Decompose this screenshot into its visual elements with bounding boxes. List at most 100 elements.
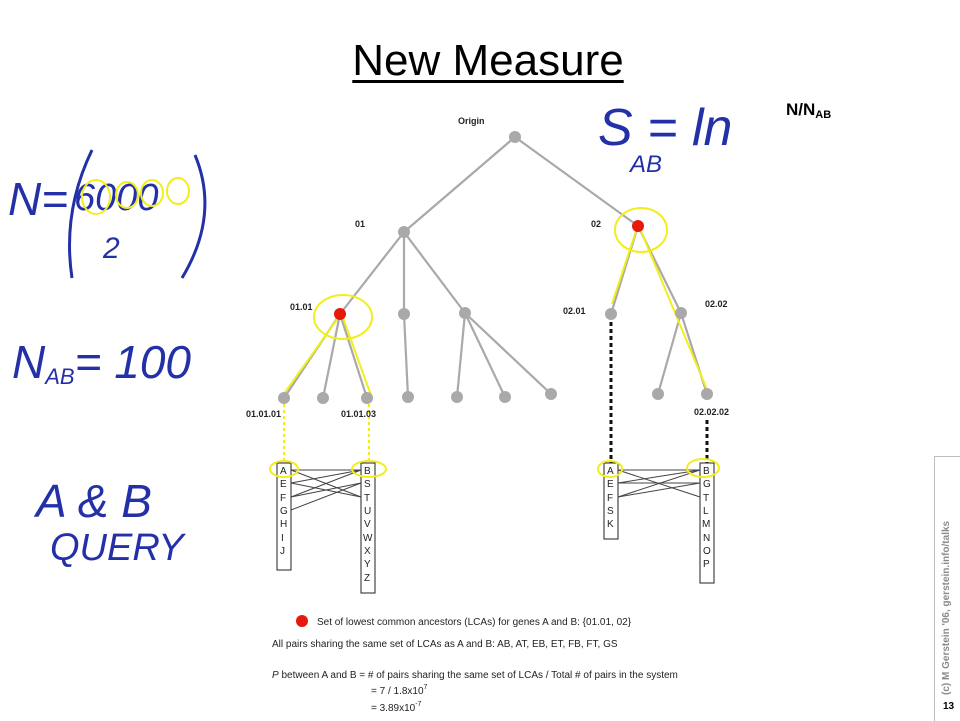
label-020202: 02.02.02 <box>694 407 729 417</box>
gene-1-6: J <box>280 546 285 557</box>
label-010103: 01.01.03 <box>341 409 376 419</box>
node-0201 <box>605 308 617 320</box>
gene-2-0: B <box>364 466 371 477</box>
highlight-circle-02 <box>614 207 668 253</box>
highlight-0a <box>115 181 139 209</box>
edge-origin-01 <box>403 136 516 233</box>
gene-list-boxes <box>276 462 715 594</box>
formula-n-over-nab: N/NAB <box>786 100 831 121</box>
gene-2-8: Z <box>364 573 370 584</box>
highlight-circle-gene-b2 <box>686 458 720 478</box>
highlight-0b <box>140 179 164 207</box>
gene-4-6: O <box>703 546 711 557</box>
highlight-path-02-b <box>640 230 709 393</box>
gene-3-2: F <box>607 493 613 504</box>
hand-n-bottom: 2 <box>102 232 120 265</box>
highlight-circles <box>269 207 720 478</box>
pair-line <box>290 482 362 511</box>
node-020202 <box>701 388 713 400</box>
edge-right-leaf3 <box>464 312 552 395</box>
legend-p-italic: P <box>272 670 279 681</box>
hand-query-1: A & B <box>33 475 152 527</box>
gene-list-4: B G T L M N O P <box>702 466 711 570</box>
node-leaf-r2 <box>499 391 511 403</box>
gene-3-0: A <box>607 466 614 477</box>
gene-list-3: A E F S K <box>607 466 614 530</box>
gene-2-2: T <box>364 493 370 504</box>
node-01-right <box>459 307 471 319</box>
hand-paren-left <box>68 149 94 279</box>
lca-node-0101 <box>334 308 346 320</box>
gene-1-0: A <box>280 466 287 477</box>
gene-box-1 <box>276 462 292 571</box>
pair-line <box>617 469 701 498</box>
hand-paren-right <box>180 154 207 279</box>
highlight-path-0101-a <box>280 317 339 399</box>
pair-line <box>290 469 362 498</box>
label-0101: 01.01 <box>290 302 313 312</box>
hand-nab-sub: AB <box>43 364 74 389</box>
gene-1-1: E <box>280 479 287 490</box>
node-010103 <box>361 392 373 404</box>
label-010101: 01.01.01 <box>246 409 281 419</box>
legend-eq1: = 7 / 1.8x107 <box>371 684 428 697</box>
formula-main: N/N <box>786 100 816 119</box>
gene-4-3: L <box>703 506 709 517</box>
gene-4-2: T <box>703 493 709 504</box>
pair-line <box>617 469 701 484</box>
pair-lines <box>290 469 701 511</box>
gene-2-4: V <box>364 519 371 530</box>
hand-nab-val: = 100 <box>75 336 192 388</box>
node-leaf-mid <box>402 391 414 403</box>
copyright-sidebar: (c) M Gerstein '06, gerstein.info/talks … <box>934 456 960 721</box>
formula-sub: AB <box>815 109 832 121</box>
dashed-connectors <box>609 322 709 463</box>
lca-nodes <box>334 220 644 320</box>
hand-highlight-6000 <box>81 177 190 215</box>
node-leaf-r3 <box>545 388 557 400</box>
label-02: 02 <box>591 219 601 229</box>
page-number: 13 <box>943 701 955 712</box>
gene-1-4: H <box>280 519 287 530</box>
edge-0101-leaf3 <box>338 313 369 399</box>
node-leaf-r1 <box>451 391 463 403</box>
gene-3-3: S <box>607 506 614 517</box>
gene-box-2 <box>360 462 376 594</box>
hand-binomial-parens <box>68 149 207 279</box>
gene-1-5: I <box>281 533 284 544</box>
highlight-circle-0101 <box>313 294 373 340</box>
node-020201 <box>652 388 664 400</box>
gene-1-3: G <box>280 506 288 517</box>
gene-1-2: F <box>280 493 286 504</box>
legend-eq1-base: = 7 / 1.8x10 <box>371 686 424 697</box>
gene-4-5: N <box>703 533 710 544</box>
node-0202 <box>675 307 687 319</box>
gene-2-6: X <box>364 546 371 557</box>
gene-4-0: B <box>703 466 710 477</box>
edge-right-leaf2 <box>464 312 506 398</box>
edge-0202-leaf1 <box>656 312 683 395</box>
lca-node-02 <box>632 220 644 232</box>
label-01: 01 <box>355 219 365 229</box>
hand-s-formula: S = ln <box>598 99 732 157</box>
hand-n-eq: N= <box>8 173 68 225</box>
highlight-path-02-a <box>611 230 637 305</box>
handwriting: S = ln AB N= 6000 2 NAB= 100 A & B QUERY <box>8 99 732 569</box>
pair-line <box>290 482 362 498</box>
hand-nab-n: N <box>12 336 46 388</box>
edge-01-0101 <box>339 231 405 315</box>
highlight-0c <box>166 177 190 205</box>
legend-p-line: P between A and B = # of pairs sharing t… <box>272 670 678 681</box>
legend-lca-text: Set of lowest common ancestors (LCAs) fo… <box>317 617 632 628</box>
node-origin <box>509 131 521 143</box>
legend-p-text: between A and B = # of pairs sharing the… <box>279 670 678 681</box>
legend-eq2-base: = 3.89x10 <box>371 703 416 714</box>
legend-eq2: = 3.89x10-7 <box>371 701 422 714</box>
gene-4-4: M <box>702 519 710 530</box>
edge-01-right <box>403 231 466 314</box>
node-010101 <box>278 392 290 404</box>
legend-pairs-text: All pairs sharing the same set of LCAs a… <box>272 639 618 650</box>
slide-title: New Measure <box>352 36 624 85</box>
edge-right-leaf1 <box>455 312 467 398</box>
